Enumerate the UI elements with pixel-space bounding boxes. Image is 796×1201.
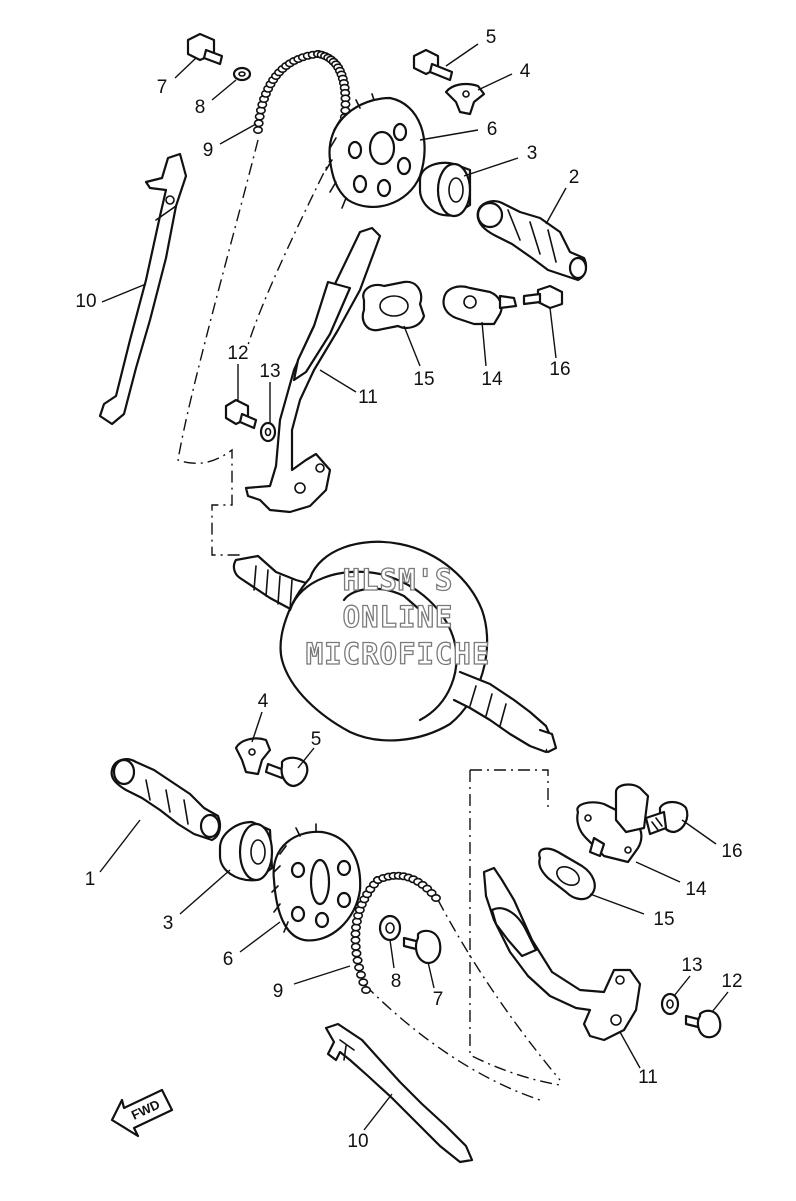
cam-chain-upper xyxy=(253,49,351,135)
cam-sprocket-6-upper xyxy=(325,93,426,209)
callout-15-lower: 15 xyxy=(653,909,674,930)
callout-15-upper: 15 xyxy=(413,369,434,390)
collar-3-lower xyxy=(218,820,274,882)
locking-plate-4-lower xyxy=(234,737,272,776)
callout-14-lower: 14 xyxy=(685,879,707,900)
upper-assembly xyxy=(98,32,588,514)
bolt-7-lower xyxy=(402,929,442,965)
chain-link xyxy=(355,970,366,979)
washer-13-upper xyxy=(259,421,277,443)
gasket-15-upper xyxy=(361,280,426,332)
callout-8-lower: 8 xyxy=(391,971,402,992)
assembly-lines xyxy=(177,129,561,1101)
callout-8-upper: 8 xyxy=(195,97,206,118)
fwd-direction-arrow: FWD xyxy=(110,1088,174,1138)
bolt-5-lower xyxy=(264,756,309,788)
lower-assembly xyxy=(110,737,722,1164)
cam-sprocket-6-lower xyxy=(271,823,362,942)
chain-link xyxy=(351,949,362,958)
tensioner-14-lower xyxy=(576,783,650,864)
callout-6-lower: 6 xyxy=(223,949,234,970)
chain-link xyxy=(253,119,264,128)
callout-16-upper: 16 xyxy=(549,359,570,380)
washer-13-lower xyxy=(660,992,680,1016)
cam-chain-lower xyxy=(350,871,441,994)
callout-5-lower: 5 xyxy=(311,729,322,750)
tensioner-14-upper xyxy=(442,285,518,326)
washer-8-upper xyxy=(232,66,252,82)
leader-lines xyxy=(99,43,729,1131)
callout-13-lower: 13 xyxy=(681,955,702,976)
callout-2: 2 xyxy=(569,167,580,188)
chain-link xyxy=(350,942,361,951)
chain-link xyxy=(360,985,371,994)
chain-link xyxy=(354,963,365,972)
chain-link xyxy=(254,112,265,121)
callout-4-upper: 4 xyxy=(520,61,531,82)
locking-plate-4-upper xyxy=(444,82,486,116)
chain-link xyxy=(350,936,361,945)
callout-7-lower: 7 xyxy=(433,989,444,1010)
callout-6-upper: 6 xyxy=(487,119,498,140)
callout-10-upper: 10 xyxy=(75,291,96,312)
callout-7-upper: 7 xyxy=(157,77,168,98)
tensioner-guide-11-lower xyxy=(482,866,642,1042)
chain-guide-10-upper xyxy=(98,152,188,426)
camshaft-1 xyxy=(110,758,222,842)
chain-link xyxy=(430,893,441,902)
washer-8-lower xyxy=(378,914,402,942)
bolt-12-lower xyxy=(684,1009,722,1039)
bolt-16-lower xyxy=(644,800,689,836)
callout-11-upper: 11 xyxy=(358,387,378,408)
watermark: HLSM'S ONLINE MICROFICHE xyxy=(305,562,491,671)
chain-link xyxy=(253,126,264,135)
callout-12-lower: 12 xyxy=(721,971,742,992)
callout-3-upper: 3 xyxy=(527,143,538,164)
tensioner-guide-11-upper xyxy=(244,226,382,514)
callout-9-upper: 9 xyxy=(203,140,214,161)
watermark-line-2: ONLINE xyxy=(343,600,454,634)
collar-3-upper xyxy=(418,161,472,218)
callout-13-upper: 13 xyxy=(259,361,280,382)
callout-11-lower: 11 xyxy=(638,1067,658,1088)
callout-10-lower: 10 xyxy=(347,1131,368,1152)
callout-4-lower: 4 xyxy=(258,691,269,712)
callout-1: 1 xyxy=(85,869,96,890)
watermark-line-1: HLSM'S xyxy=(343,563,454,597)
gasket-15-lower xyxy=(538,847,596,901)
bolt-16-upper xyxy=(522,284,564,310)
callout-3-lower: 3 xyxy=(163,913,174,934)
bolt-12-upper xyxy=(224,398,258,430)
callout-numbers: 7 8 9 5 4 6 3 2 10 12 13 11 15 14 16 4 5… xyxy=(75,27,742,1152)
watermark-line-3: MICROFICHE xyxy=(306,637,491,671)
camshaft-2 xyxy=(476,200,588,282)
chain-link xyxy=(358,978,369,987)
callout-9-lower: 9 xyxy=(273,981,284,1002)
callout-16-lower: 16 xyxy=(721,841,742,862)
callout-5-upper: 5 xyxy=(486,27,497,48)
chain-guide-10-lower xyxy=(324,1022,474,1164)
bolt-7-upper xyxy=(186,32,224,66)
callout-14-upper: 14 xyxy=(481,369,503,390)
chain-link xyxy=(352,956,363,965)
bolt-5-upper xyxy=(412,48,454,82)
callout-12-upper: 12 xyxy=(227,343,248,364)
crankshaft xyxy=(232,540,558,754)
